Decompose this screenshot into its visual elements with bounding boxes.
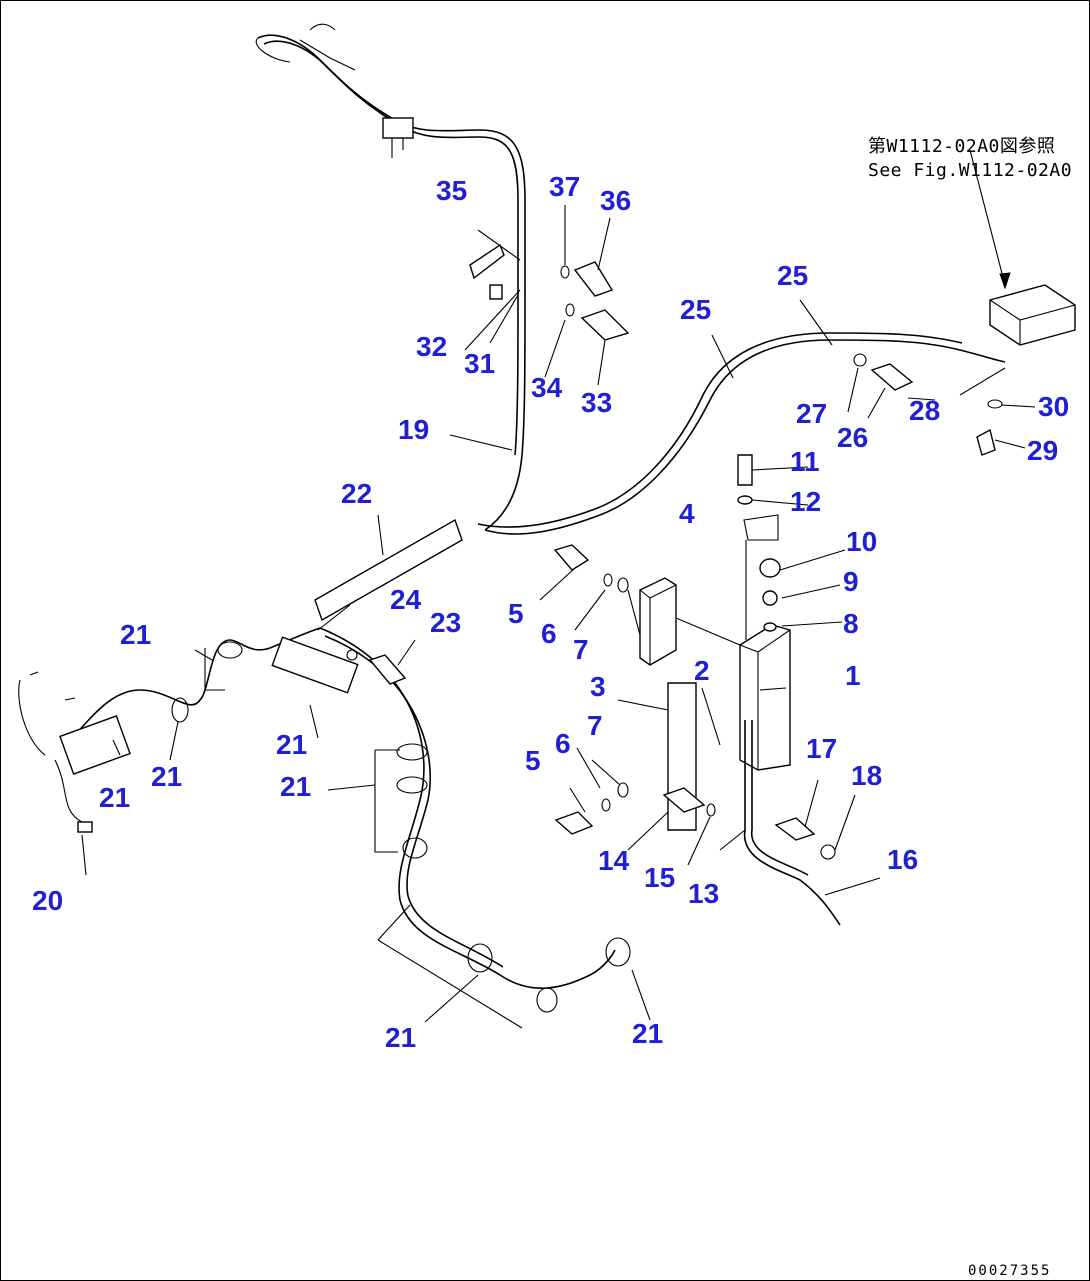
washer-8 (763, 622, 777, 632)
callout-5-lower: 5 (525, 745, 541, 776)
callout-36: 36 (600, 185, 632, 216)
reference-note-jp: 第W1112-02A0図参照 (868, 136, 1056, 157)
callout-22: 22 (341, 478, 373, 509)
document-number: 00027355 (968, 1263, 1052, 1279)
callout-4: 4 (679, 498, 695, 529)
callout-26: 26 (837, 422, 869, 453)
callout-33: 33 (581, 387, 613, 418)
callout-34: 34 (531, 372, 563, 403)
callout-25-lower: 25 (680, 294, 712, 325)
bolt-11 (737, 454, 753, 486)
bolt-29 (976, 428, 996, 456)
callout-3: 3 (590, 671, 606, 702)
callout-21-c: 21 (151, 761, 183, 792)
callout-29: 29 (1027, 435, 1059, 466)
bolt-14 (662, 787, 706, 813)
callout-21-f: 21 (385, 1022, 417, 1053)
callout-10: 10 (846, 526, 878, 557)
spacer-10 (759, 558, 781, 578)
controller-4 (639, 577, 677, 666)
bolt-17 (774, 817, 816, 841)
callout-13: 13 (688, 878, 720, 909)
callout-11: 11 (790, 446, 820, 477)
connector-20 (77, 821, 93, 833)
callout-25-upper: 25 (777, 260, 809, 291)
callout-14: 14 (598, 845, 630, 876)
clip-32 (489, 284, 503, 300)
callout-35: 35 (436, 175, 468, 206)
callout-8: 8 (843, 608, 859, 639)
callout-21-e: 21 (280, 771, 312, 802)
callout-23: 23 (430, 607, 462, 638)
callout-1: 1 (845, 660, 861, 691)
bolt-33 (580, 309, 630, 341)
callout-6-upper: 6 (541, 618, 557, 649)
callout-17: 17 (806, 733, 838, 764)
callout-31: 31 (464, 348, 496, 379)
callout-21-g: 21 (632, 1018, 664, 1049)
callout-30: 30 (1038, 391, 1070, 422)
callout-21-b: 21 (99, 782, 131, 813)
clip-upper (382, 117, 414, 139)
callout-19: 19 (398, 414, 430, 445)
washer-12 (737, 495, 753, 505)
controller-box (989, 284, 1076, 346)
callout-28: 28 (909, 395, 941, 426)
plate-35 (469, 243, 505, 280)
callout-15: 15 (644, 862, 676, 893)
callout-12: 12 (790, 486, 822, 517)
callout-24: 24 (390, 584, 422, 615)
callout-27: 27 (796, 398, 828, 429)
callout-37: 37 (549, 171, 581, 202)
bolt-23 (368, 654, 407, 685)
callout-2: 2 (694, 655, 710, 686)
callout-7-upper: 7 (573, 634, 589, 665)
callout-32: 32 (416, 331, 448, 362)
callout-7-lower: 7 (587, 710, 603, 741)
callout-5-upper: 5 (508, 598, 524, 629)
callout-9: 9 (843, 566, 859, 597)
clamp-sleeve-b (59, 715, 131, 775)
bolt-5a (553, 544, 590, 571)
protector-sleeve (314, 518, 463, 622)
callout-6-lower: 6 (555, 728, 571, 759)
bolt-36 (573, 261, 614, 297)
washer-9 (762, 590, 778, 606)
callout-18: 18 (851, 760, 883, 791)
clamp-sleeve-a (271, 636, 359, 694)
callout-20: 20 (32, 885, 64, 916)
callout-21-d: 21 (276, 729, 308, 760)
callout-21-a: 21 (120, 619, 152, 650)
bolt-5b (554, 811, 594, 835)
reference-note-en: See Fig.W1112-02A0 (868, 160, 1073, 181)
callout-16: 16 (887, 844, 919, 875)
bolt-26 (870, 363, 914, 391)
